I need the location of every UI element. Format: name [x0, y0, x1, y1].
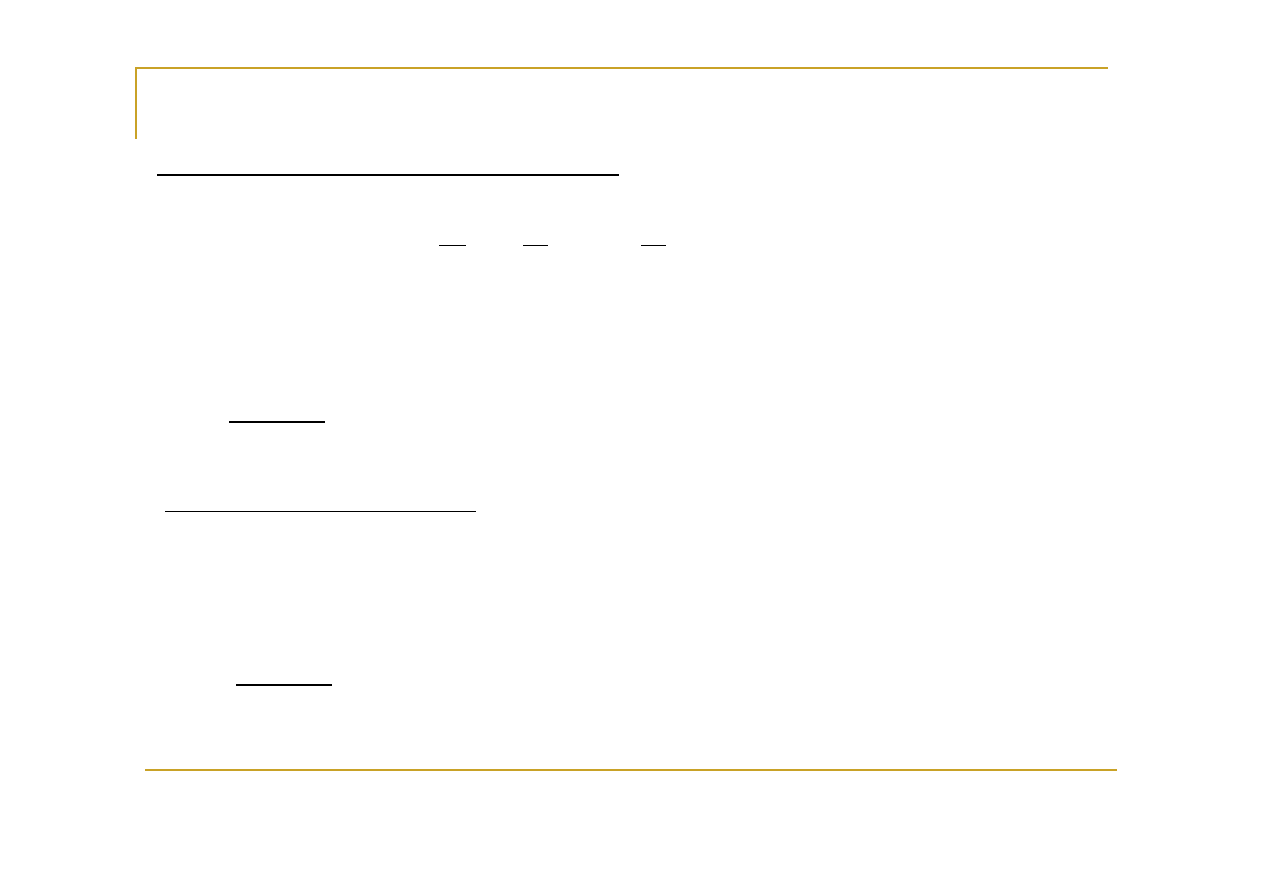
- fraction-bar-3: [641, 245, 666, 246]
- answer-underline-2: [236, 684, 332, 686]
- fraction-bar-2: [523, 245, 548, 246]
- top-frame-rule: [135, 67, 1108, 69]
- subheading-underline: [165, 511, 476, 512]
- bottom-frame-rule: [145, 769, 1117, 771]
- fraction-bar-1: [439, 245, 466, 246]
- heading-underline: [157, 174, 619, 176]
- answer-underline-1: [229, 421, 325, 423]
- left-frame-rule: [135, 67, 137, 139]
